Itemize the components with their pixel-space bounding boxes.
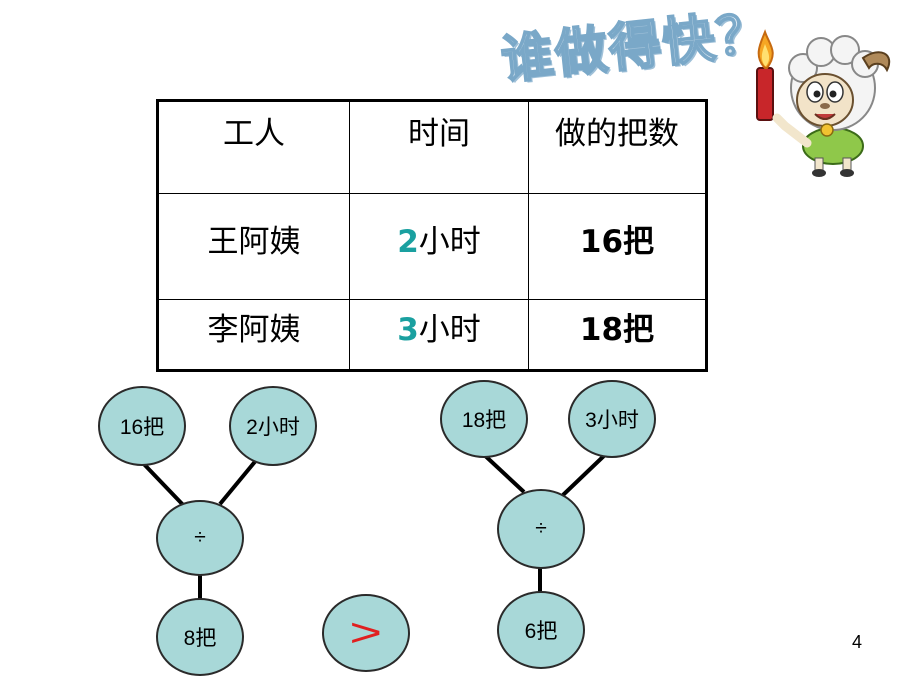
worker-name: 王阿姨	[157, 193, 350, 300]
time-cell: 3小时	[349, 299, 529, 371]
table-header-row: 工人 时间 做的把数	[157, 100, 707, 194]
time-number: 2	[397, 223, 419, 260]
connector-line	[138, 458, 188, 510]
header-time: 时间	[349, 100, 529, 194]
time-number: 3	[397, 311, 419, 348]
right-dividend-node: 18把	[440, 380, 528, 458]
left-result-node: 8把	[156, 598, 244, 676]
comparison-sign: >	[349, 610, 383, 655]
time-unit: 小时	[418, 311, 481, 348]
right-result-node: 6把	[497, 591, 585, 669]
left-operator-node: ÷	[156, 500, 244, 576]
worker-name: 李阿姨	[157, 299, 350, 371]
left-dividend-node: 16把	[98, 386, 186, 466]
left-divisor-node: 2小时	[229, 386, 317, 466]
connector-line	[218, 456, 260, 506]
time-unit: 小时	[418, 223, 481, 260]
right-operator-node: ÷	[497, 489, 585, 569]
page-number: 4	[852, 632, 863, 652]
right-divisor-node: 3小时	[568, 380, 656, 458]
connector-line	[561, 450, 610, 497]
comparison-greater-than: >	[322, 594, 410, 672]
header-worker: 工人	[157, 100, 350, 194]
time-cell: 2小时	[349, 193, 529, 300]
sheep-mascot-image	[756, 29, 891, 177]
header-count: 做的把数	[528, 100, 707, 194]
worker-comparison-table: 工人 时间 做的把数 王阿姨 2小时 16把 李阿姨 3小时 18把	[156, 99, 708, 372]
table-row: 王阿姨 2小时 16把	[157, 193, 707, 300]
table-row: 李阿姨 3小时 18把	[157, 299, 707, 371]
count-cell: 18把	[528, 299, 707, 371]
